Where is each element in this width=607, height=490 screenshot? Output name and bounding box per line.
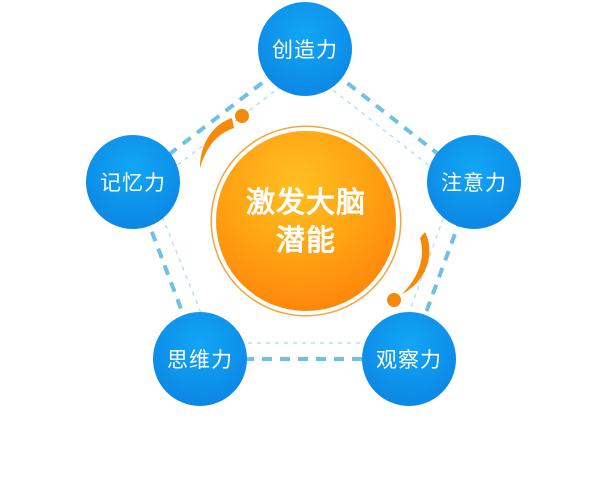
center-title-line1: 激发大脑 bbox=[245, 185, 366, 219]
orange-swirl-top bbox=[200, 109, 249, 168]
node-thinking-label: 思维力 bbox=[167, 348, 233, 372]
node-attention: 注意力 bbox=[427, 135, 521, 229]
node-attention-label: 注意力 bbox=[441, 171, 507, 195]
dashed-inner-ring bbox=[149, 67, 456, 344]
central-goal-circle: 激发大脑 潜能 bbox=[216, 131, 396, 311]
node-thinking: 思维力 bbox=[153, 312, 247, 406]
node-memory: 记忆力 bbox=[86, 135, 180, 229]
center-title-line2: 潜能 bbox=[275, 223, 336, 257]
orange-swirl-bottom bbox=[387, 232, 430, 307]
node-memory-label: 记忆力 bbox=[100, 171, 166, 195]
node-creativity-label: 创造力 bbox=[272, 38, 338, 62]
node-observation: 观察力 bbox=[362, 312, 456, 406]
node-creativity: 创造力 bbox=[258, 2, 352, 96]
node-observation-label: 观察力 bbox=[376, 348, 442, 372]
